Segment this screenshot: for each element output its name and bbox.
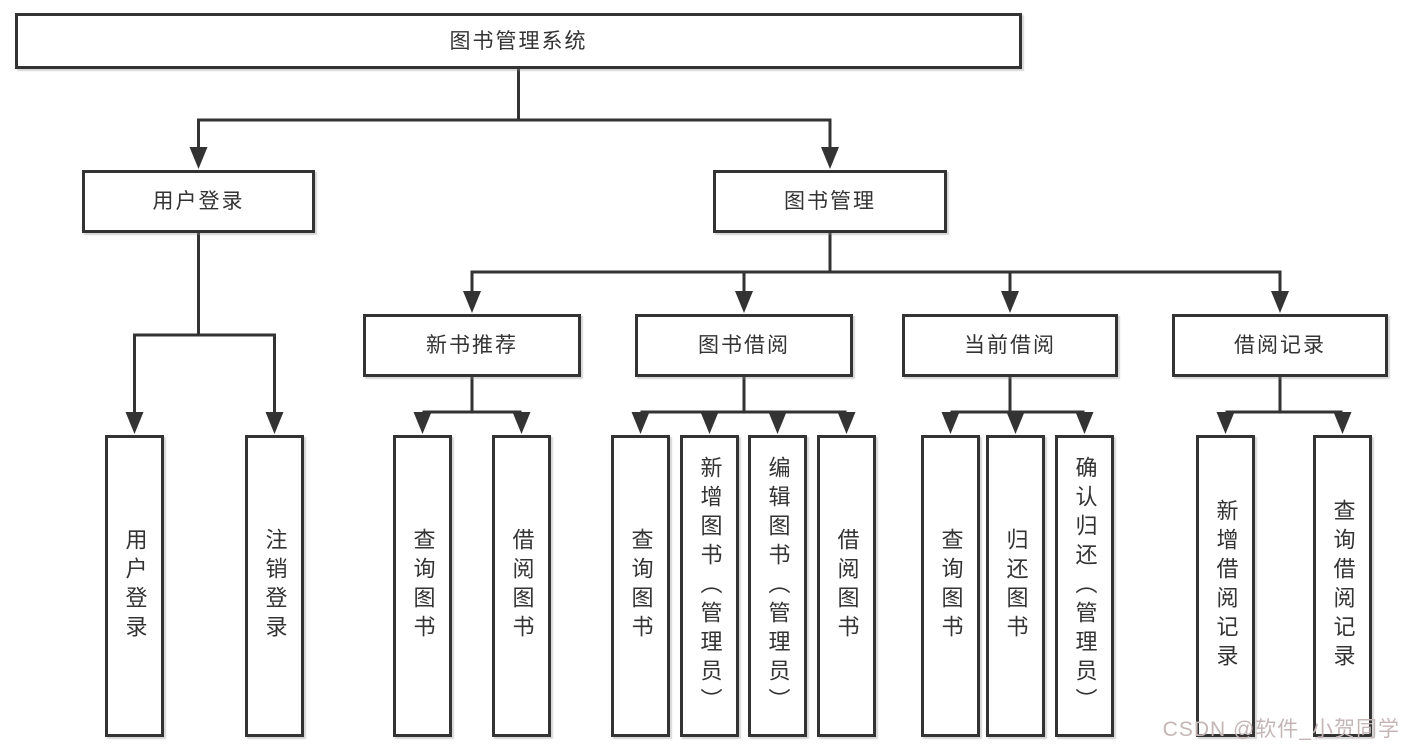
node-current-borrowing: 当前借阅: [902, 314, 1118, 377]
arrowheads: [125, 147, 1352, 434]
leaf-query-books-2: 查询图书: [611, 435, 670, 737]
node-book-management: 图书管理: [713, 170, 947, 233]
node-user-login: 用户登录: [82, 170, 315, 233]
node-borrowing-records: 借阅记录: [1172, 314, 1388, 377]
leaf-confirm-return-admin: 确认归还（管理员）: [1055, 435, 1114, 737]
leaf-user-login: 用户登录: [105, 435, 164, 737]
leaf-add-borrow-record: 新增借阅记录: [1196, 435, 1255, 737]
leaf-return-books: 归还图书: [986, 435, 1045, 737]
node-book-borrowing: 图书借阅: [635, 314, 853, 377]
leaf-borrow-books-2: 借阅图书: [817, 435, 876, 737]
leaf-edit-books-admin: 编辑图书（管理员）: [748, 435, 807, 737]
leaf-borrow-books-1: 借阅图书: [492, 435, 551, 737]
leaf-query-books-1: 查询图书: [393, 435, 452, 737]
leaf-add-books-admin: 新增图书（管理员）: [680, 435, 739, 737]
leaf-logout: 注销登录: [245, 435, 304, 737]
node-library-management-system: 图书管理系统: [15, 13, 1022, 69]
watermark: CSDN @软件_小贺同学: [1162, 718, 1400, 741]
leaf-query-borrow-record: 查询借阅记录: [1313, 435, 1372, 737]
node-new-book-recommend: 新书推荐: [363, 314, 581, 377]
leaf-query-books-3: 查询图书: [921, 435, 980, 737]
